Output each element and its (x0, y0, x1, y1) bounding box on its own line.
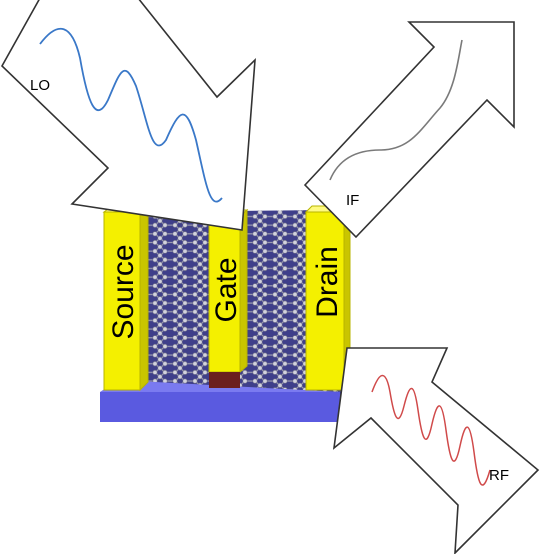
rf-arrow: RF (332, 347, 540, 556)
drain-label: Drain (311, 246, 344, 318)
if-arrow: IF (303, 21, 515, 239)
rf-wave (371, 374, 491, 486)
if-arrow-shape (303, 21, 515, 239)
if-label: IF (346, 192, 359, 209)
rf-arrow-shape (332, 347, 540, 556)
gate-electrode: Gate (207, 208, 249, 388)
rf-label: RF (489, 467, 509, 484)
lo-arrow-shape (1, 0, 256, 231)
drain-electrode: Drain (304, 204, 352, 392)
gate-oxide (209, 372, 240, 388)
drain-electrode-body (305, 211, 345, 391)
lo-label: LO (30, 77, 50, 94)
source-electrode: Source (102, 205, 150, 392)
if-wave (329, 39, 463, 181)
source-label: Source (107, 244, 140, 339)
lo-arrow: LO (1, 0, 256, 231)
source-electrode-body (103, 211, 141, 391)
gate-label: Gate (210, 257, 243, 322)
substrate-front (100, 392, 340, 422)
lo-wave (39, 27, 223, 203)
